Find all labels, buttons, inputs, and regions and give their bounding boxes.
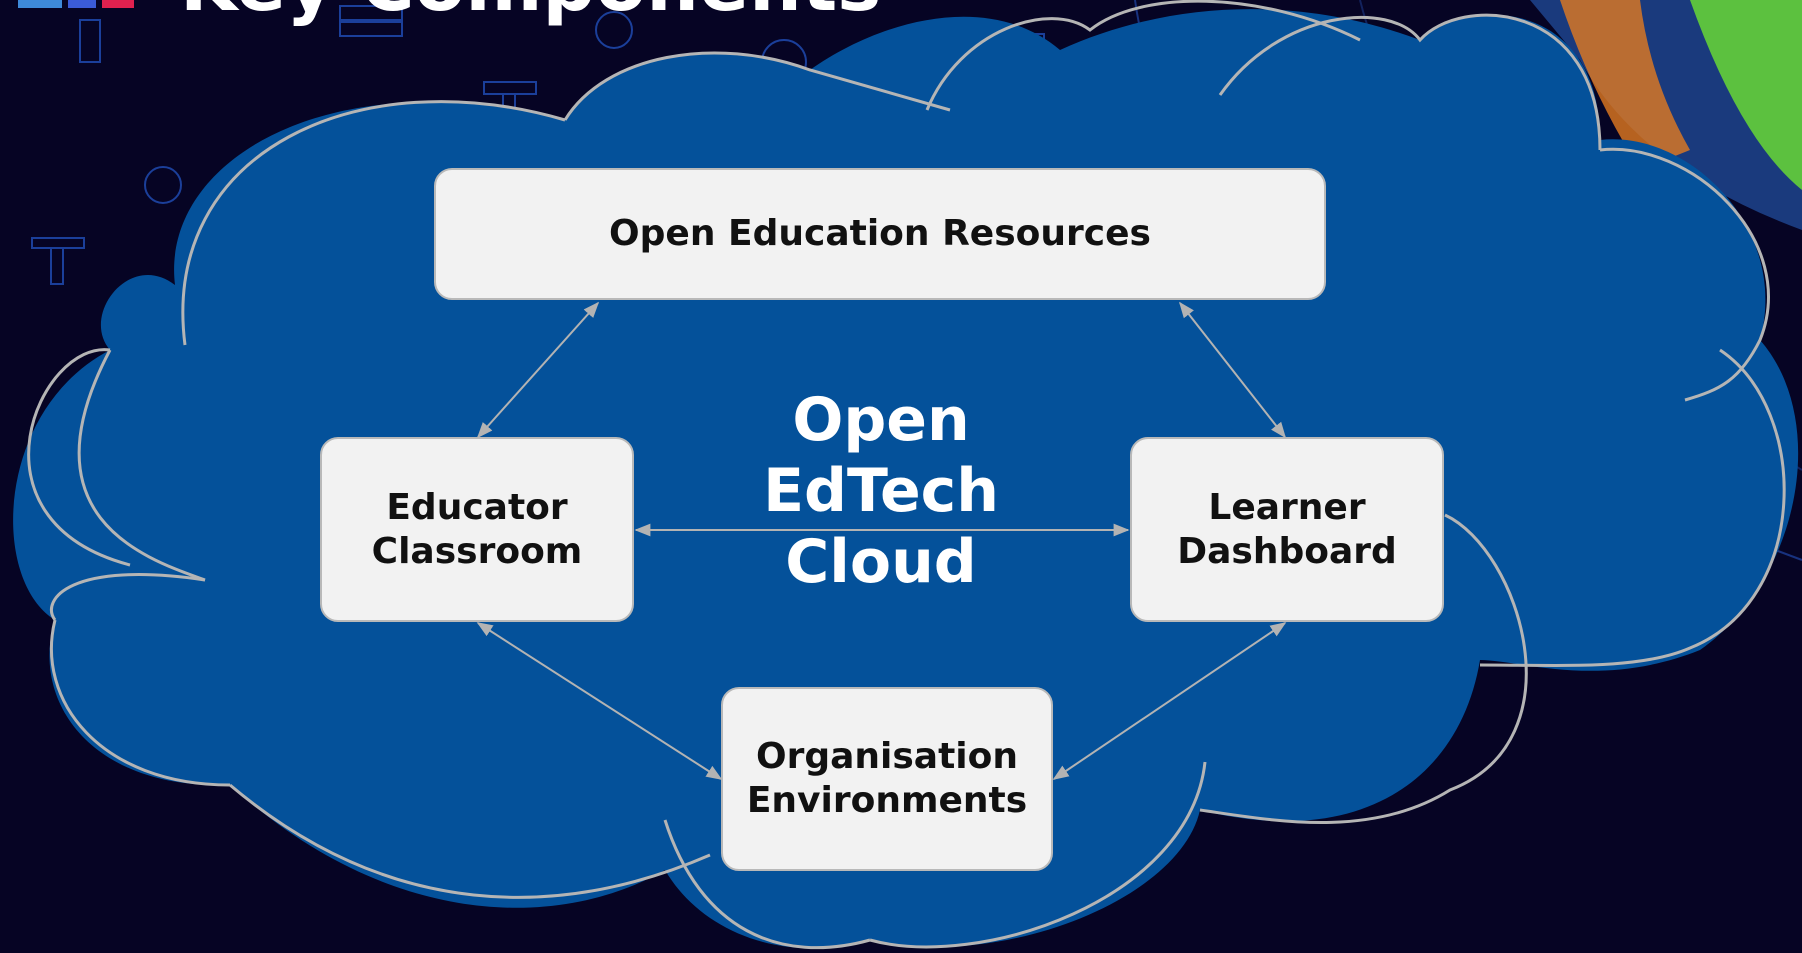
cloud-outline [27, 0, 1786, 950]
slide-heading: Key Components [180, 0, 881, 28]
connector-learner-org [1052, 622, 1287, 780]
decor-tee [79, 19, 101, 63]
node-label: Classroom [371, 530, 583, 572]
decor-tee [50, 247, 64, 285]
node-label: Environments [746, 780, 1028, 821]
logo-mark [18, 0, 134, 8]
connector-educator-org [476, 622, 723, 780]
decor-bars [339, 21, 403, 37]
node-organisation-environments: Organisation Environments [721, 687, 1053, 871]
node-label: Learner [1208, 486, 1366, 528]
decor-circle [144, 166, 182, 204]
connector-educator-oer [476, 301, 600, 439]
node-label: Dashboard [1177, 530, 1397, 572]
cloud-title-line: Open [792, 385, 970, 455]
corner-accent-orange [1560, 0, 1690, 170]
node-open-education-resources: Open Education Resources [434, 168, 1326, 300]
decor-bars [339, 5, 403, 21]
cloud-title-line: EdTech [763, 456, 999, 526]
node-label: Open Education Resources [609, 213, 1151, 254]
connector-lines [476, 301, 1287, 780]
node-educator-classroom: Educator Classroom [320, 437, 634, 622]
cloud-title: Open EdTech Cloud [731, 385, 1031, 598]
corner-accent-green [1690, 0, 1802, 190]
node-learner-dashboard: Learner Dashboard [1130, 437, 1444, 622]
decor-circle [595, 11, 633, 49]
cloud-title-line: Cloud [785, 527, 977, 597]
node-label: Organisation [755, 736, 1019, 777]
connector-learner-oer [1179, 301, 1286, 439]
node-label: Educator [386, 486, 568, 528]
